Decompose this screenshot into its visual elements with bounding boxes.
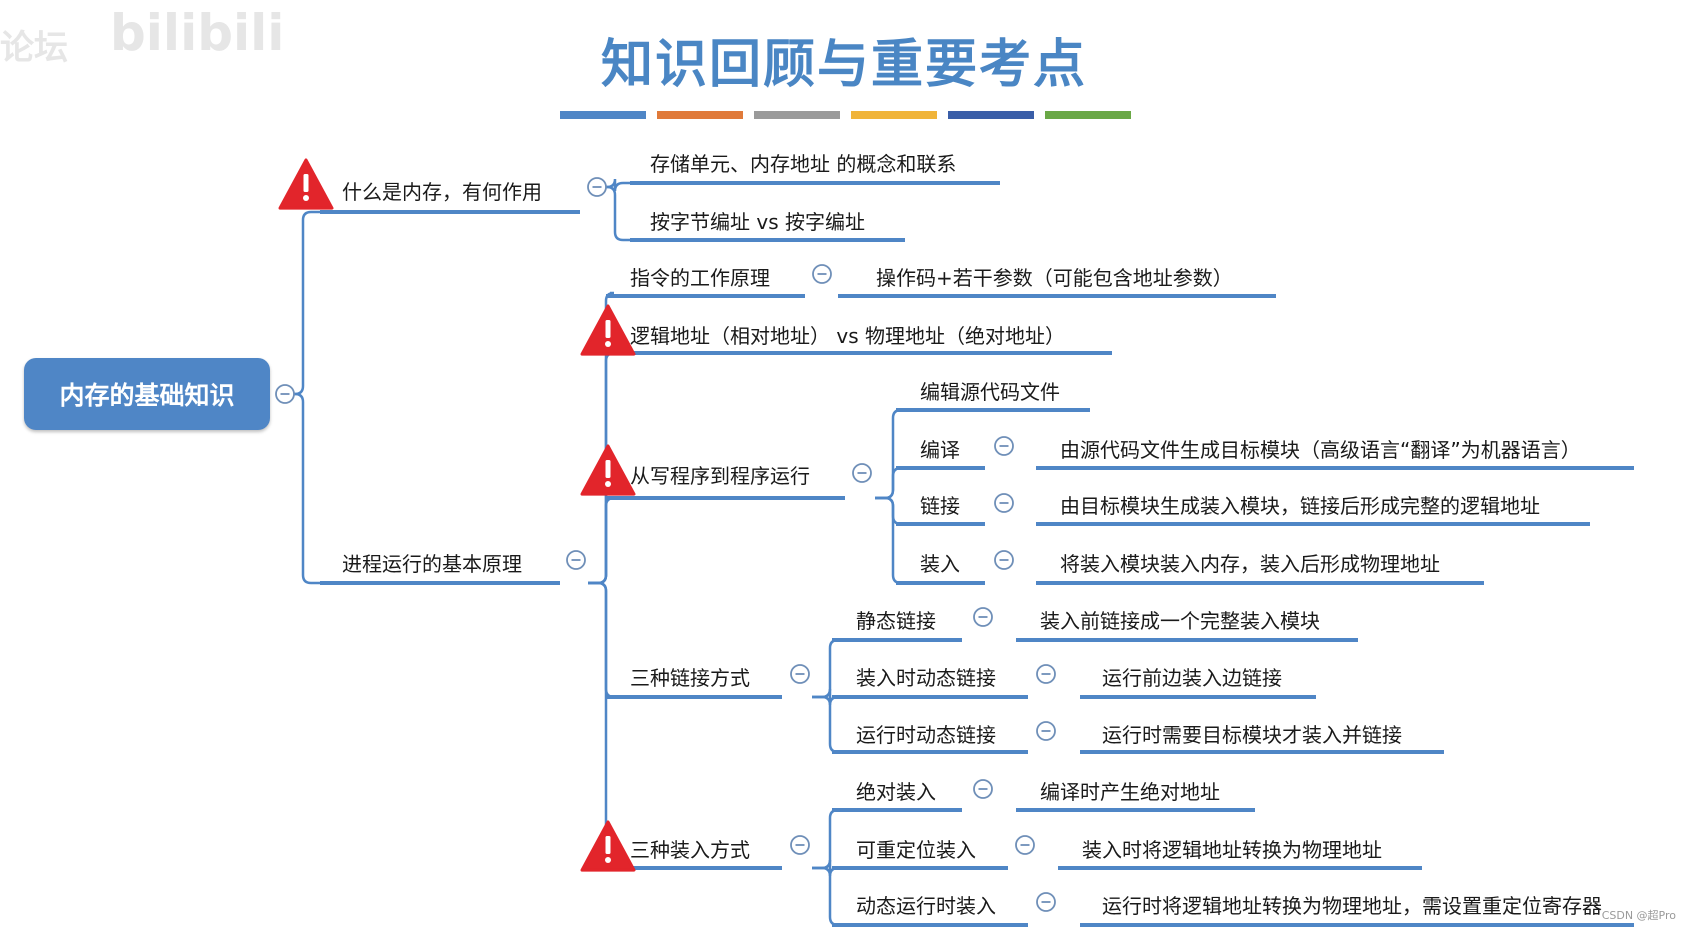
- node-storage-unit[interactable]: 存储单元、内存地址 的概念和联系: [650, 152, 957, 176]
- node-byte-word-addressing[interactable]: 按字节编址 vs 按字编址: [650, 210, 865, 234]
- node-load-dynamic-link-desc[interactable]: 运行前边装入边链接: [1102, 666, 1282, 690]
- node-instruction-principle[interactable]: 指令的工作原理: [630, 266, 770, 290]
- warning-dot: [605, 857, 611, 863]
- connector-line: [588, 496, 615, 585]
- node-three-load-modes[interactable]: 三种装入方式: [630, 838, 750, 862]
- connector-line: [588, 581, 615, 699]
- node-link-desc[interactable]: 由目标模块生成装入模块，链接后形成完整的逻辑地址: [1060, 494, 1540, 518]
- node-relocatable-load[interactable]: 可重定位装入: [856, 838, 976, 862]
- credit-text: CSDN @超Pro: [1601, 909, 1676, 922]
- connector-line: [812, 866, 839, 927]
- connector-line: [597, 185, 630, 242]
- node-three-link-modes[interactable]: 三种链接方式: [630, 666, 750, 690]
- warning-bar: [303, 174, 309, 192]
- color-bar-segment: [754, 111, 840, 119]
- warning-markers: [278, 158, 636, 872]
- connector-line: [812, 638, 839, 699]
- node-dynamic-runtime-load[interactable]: 动态运行时装入: [856, 894, 996, 918]
- node-absolute-load[interactable]: 绝对装入: [856, 780, 936, 804]
- node-process-principle[interactable]: 进程运行的基本原理: [342, 552, 522, 576]
- node-logical-vs-physical[interactable]: 逻辑地址（相对地址） vs 物理地址（绝对地址）: [630, 324, 1065, 348]
- warning-bar: [605, 836, 611, 854]
- watermark-left: 论坛: [0, 28, 68, 68]
- node-static-link-desc[interactable]: 装入前链接成一个完整装入模块: [1040, 609, 1320, 633]
- node-load[interactable]: 装入: [920, 552, 960, 576]
- connector-line: [812, 808, 839, 870]
- collapse-toggles: [275, 177, 1056, 912]
- root-node[interactable]: 内存的基础知识: [24, 358, 270, 430]
- node-absolute-load-desc[interactable]: 编译时产生绝对地址: [1040, 780, 1220, 804]
- page-title: 知识回顾与重要考点: [600, 34, 1087, 95]
- color-bar-segment: [948, 111, 1034, 119]
- warning-bar: [605, 320, 611, 338]
- node-run-dynamic-link[interactable]: 运行时动态链接: [856, 723, 996, 747]
- warning-dot: [605, 341, 611, 347]
- connector-line: [812, 695, 839, 754]
- color-bar: [560, 111, 1131, 119]
- warning-dot: [605, 481, 611, 487]
- warning-bar: [605, 460, 611, 478]
- color-bar-segment: [1045, 111, 1131, 119]
- node-instruction-desc[interactable]: 操作码+若干参数（可能包含地址参数）: [876, 266, 1233, 290]
- node-link[interactable]: 链接: [920, 494, 960, 518]
- connector-line: [285, 392, 320, 585]
- node-write-to-run[interactable]: 从写程序到程序运行: [630, 464, 810, 488]
- connector-line: [875, 496, 902, 585]
- node-load-dynamic-link[interactable]: 装入时动态链接: [856, 666, 996, 690]
- node-underlines: [320, 181, 1634, 927]
- node-compile[interactable]: 编译: [920, 438, 960, 462]
- color-bar-segment: [560, 111, 646, 119]
- node-what-is-memory[interactable]: 什么是内存，有何作用: [342, 180, 542, 204]
- node-edit-source[interactable]: 编辑源代码文件: [920, 380, 1060, 404]
- warning-dot: [303, 195, 309, 201]
- node-run-dynamic-link-desc[interactable]: 运行时需要目标模块才装入并链接: [1102, 723, 1402, 747]
- connector-line: [285, 210, 320, 396]
- node-static-link[interactable]: 静态链接: [856, 609, 936, 633]
- node-compile-desc[interactable]: 由源代码文件生成目标模块（高级语言“翻译”为机器语言）: [1060, 438, 1581, 462]
- node-load-desc[interactable]: 将装入模块装入内存，装入后形成物理地址: [1060, 552, 1440, 576]
- node-dynamic-runtime-load-desc[interactable]: 运行时将逻辑地址转换为物理地址，需设置重定位寄存器: [1102, 894, 1602, 918]
- color-bar-segment: [657, 111, 743, 119]
- connector-line: [875, 408, 902, 500]
- node-relocatable-load-desc[interactable]: 装入时将逻辑地址转换为物理地址: [1082, 838, 1382, 862]
- color-bar-segment: [851, 111, 937, 119]
- watermark-logo: bilibili: [110, 4, 285, 62]
- connector-line: [875, 496, 902, 526]
- connector-line: [875, 466, 902, 500]
